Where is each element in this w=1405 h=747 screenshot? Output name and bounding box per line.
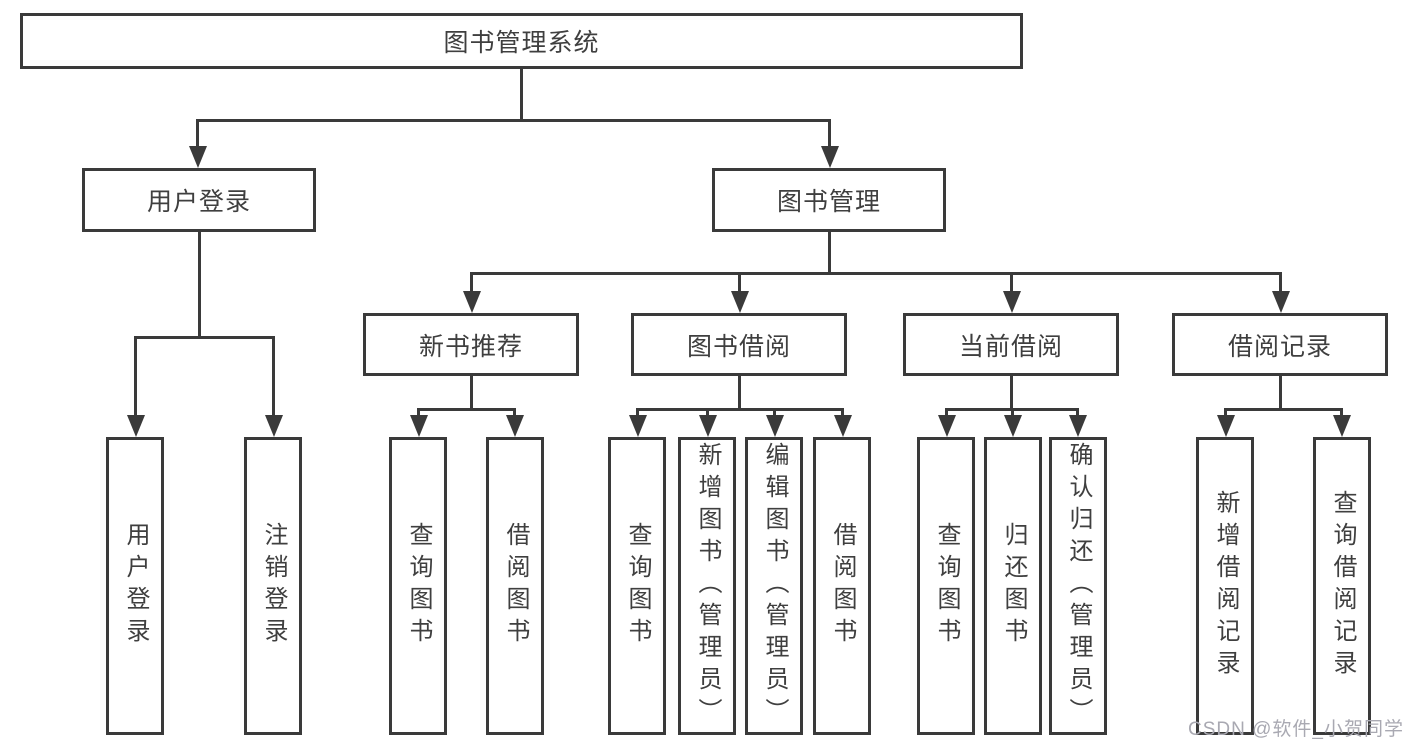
leaf-records-add-record: 新增借阅记录	[1196, 437, 1254, 735]
connector-line	[773, 408, 776, 417]
arrowhead-down-icon	[834, 415, 852, 437]
leaf-borrow-query-books-label: 查询图书	[624, 522, 651, 650]
leaf-borrow-add-books-admin: 新增图书（管理员）	[678, 437, 736, 735]
node-current-borrow: 当前借阅	[903, 313, 1119, 376]
leaf-borrow-edit-books-admin: 编辑图书（管理员）	[745, 437, 803, 735]
csdn-watermark: CSDN @软件_小贺同学	[1188, 719, 1404, 740]
connector-line	[134, 336, 137, 416]
node-borrow-records: 借阅记录	[1172, 313, 1388, 376]
connector-line	[272, 336, 275, 416]
arrowhead-down-icon	[699, 415, 717, 437]
leaf-logout: 注销登录	[244, 437, 302, 735]
connector-line	[1076, 408, 1079, 417]
node-user-login: 用户登录	[82, 168, 316, 232]
connector-line	[134, 336, 275, 339]
connector-line	[417, 408, 420, 417]
leaf-recommend-query-books: 查询图书	[389, 437, 447, 735]
connector-line	[1279, 376, 1282, 408]
connector-line	[1224, 408, 1227, 417]
arrowhead-down-icon	[410, 415, 428, 437]
node-borrow-records-label: 借阅记录	[1227, 332, 1332, 361]
node-book-management: 图书管理	[712, 168, 946, 232]
arrowhead-down-icon	[506, 415, 524, 437]
arrowhead-down-icon	[629, 415, 647, 437]
leaf-user-login-label: 用户登录	[122, 522, 149, 650]
leaf-borrow-borrow-books: 借阅图书	[813, 437, 871, 735]
leaf-current-confirm-return-admin-label: 确认归还（管理员）	[1065, 442, 1092, 730]
node-root: 图书管理系统	[20, 13, 1023, 69]
connector-line	[1010, 376, 1013, 408]
leaf-records-add-record-label: 新增借阅记录	[1212, 490, 1239, 682]
leaf-current-return-books-label: 归还图书	[1000, 522, 1027, 650]
connector-line	[1011, 408, 1014, 417]
connector-line	[828, 232, 831, 272]
leaf-borrow-borrow-books-label: 借阅图书	[829, 522, 856, 650]
node-new-book-recommend: 新书推荐	[363, 313, 579, 376]
arrowhead-down-icon	[766, 415, 784, 437]
connector-line	[470, 272, 1282, 275]
leaf-records-query-record: 查询借阅记录	[1313, 437, 1371, 735]
connector-line	[470, 272, 473, 292]
leaf-current-query-books: 查询图书	[917, 437, 975, 735]
arrowhead-down-icon	[821, 146, 839, 168]
leaf-current-confirm-return-admin: 确认归还（管理员）	[1049, 437, 1107, 735]
connector-line	[417, 408, 516, 411]
leaf-recommend-borrow-books-label: 借阅图书	[502, 522, 529, 650]
node-user-login-label: 用户登录	[146, 188, 251, 216]
leaf-current-return-books: 归还图书	[984, 437, 1042, 735]
arrowhead-down-icon	[938, 415, 956, 437]
leaf-borrow-query-books: 查询图书	[608, 437, 666, 735]
leaf-borrow-add-books-admin-label: 新增图书（管理员）	[694, 442, 721, 730]
connector-line	[513, 408, 516, 417]
connector-line	[1010, 272, 1013, 292]
arrowhead-down-icon	[265, 415, 283, 437]
arrowhead-down-icon	[1272, 291, 1290, 313]
connector-line	[520, 69, 523, 119]
arrowhead-down-icon	[189, 146, 207, 168]
leaf-records-query-record-label: 查询借阅记录	[1329, 490, 1356, 682]
leaf-borrow-edit-books-admin-label: 编辑图书（管理员）	[761, 442, 788, 730]
leaf-recommend-borrow-books: 借阅图书	[486, 437, 544, 735]
connector-line	[196, 119, 199, 148]
node-current-borrow-label: 当前借阅	[958, 332, 1063, 361]
node-book-borrow: 图书借阅	[631, 313, 847, 376]
node-root-label: 图书管理系统	[443, 29, 600, 57]
arrowhead-down-icon	[1069, 415, 1087, 437]
connector-line	[738, 376, 741, 408]
arrowhead-down-icon	[463, 291, 481, 313]
connector-line	[945, 408, 948, 417]
node-new-book-recommend-label: 新书推荐	[418, 332, 523, 361]
arrowhead-down-icon	[731, 291, 749, 313]
connector-line	[1279, 272, 1282, 292]
node-book-borrow-label: 图书借阅	[686, 332, 791, 361]
connector-line	[636, 408, 639, 417]
connector-line	[470, 376, 473, 408]
connector-line	[636, 408, 843, 411]
leaf-current-query-books-label: 查询图书	[933, 522, 960, 650]
connector-line	[738, 272, 741, 292]
arrowhead-down-icon	[127, 415, 145, 437]
leaf-recommend-query-books-label: 查询图书	[405, 522, 432, 650]
node-book-management-label: 图书管理	[776, 188, 881, 216]
leaf-user-login: 用户登录	[106, 437, 164, 735]
connector-line	[198, 232, 201, 336]
connector-line	[841, 408, 844, 417]
arrowhead-down-icon	[1217, 415, 1235, 437]
leaf-logout-label: 注销登录	[260, 522, 287, 650]
arrowhead-down-icon	[1333, 415, 1351, 437]
connector-line	[1340, 408, 1343, 417]
connector-line	[828, 119, 831, 148]
connector-line	[706, 408, 709, 417]
connector-line	[1224, 408, 1343, 411]
arrowhead-down-icon	[1003, 291, 1021, 313]
connector-line	[196, 119, 831, 122]
arrowhead-down-icon	[1004, 415, 1022, 437]
